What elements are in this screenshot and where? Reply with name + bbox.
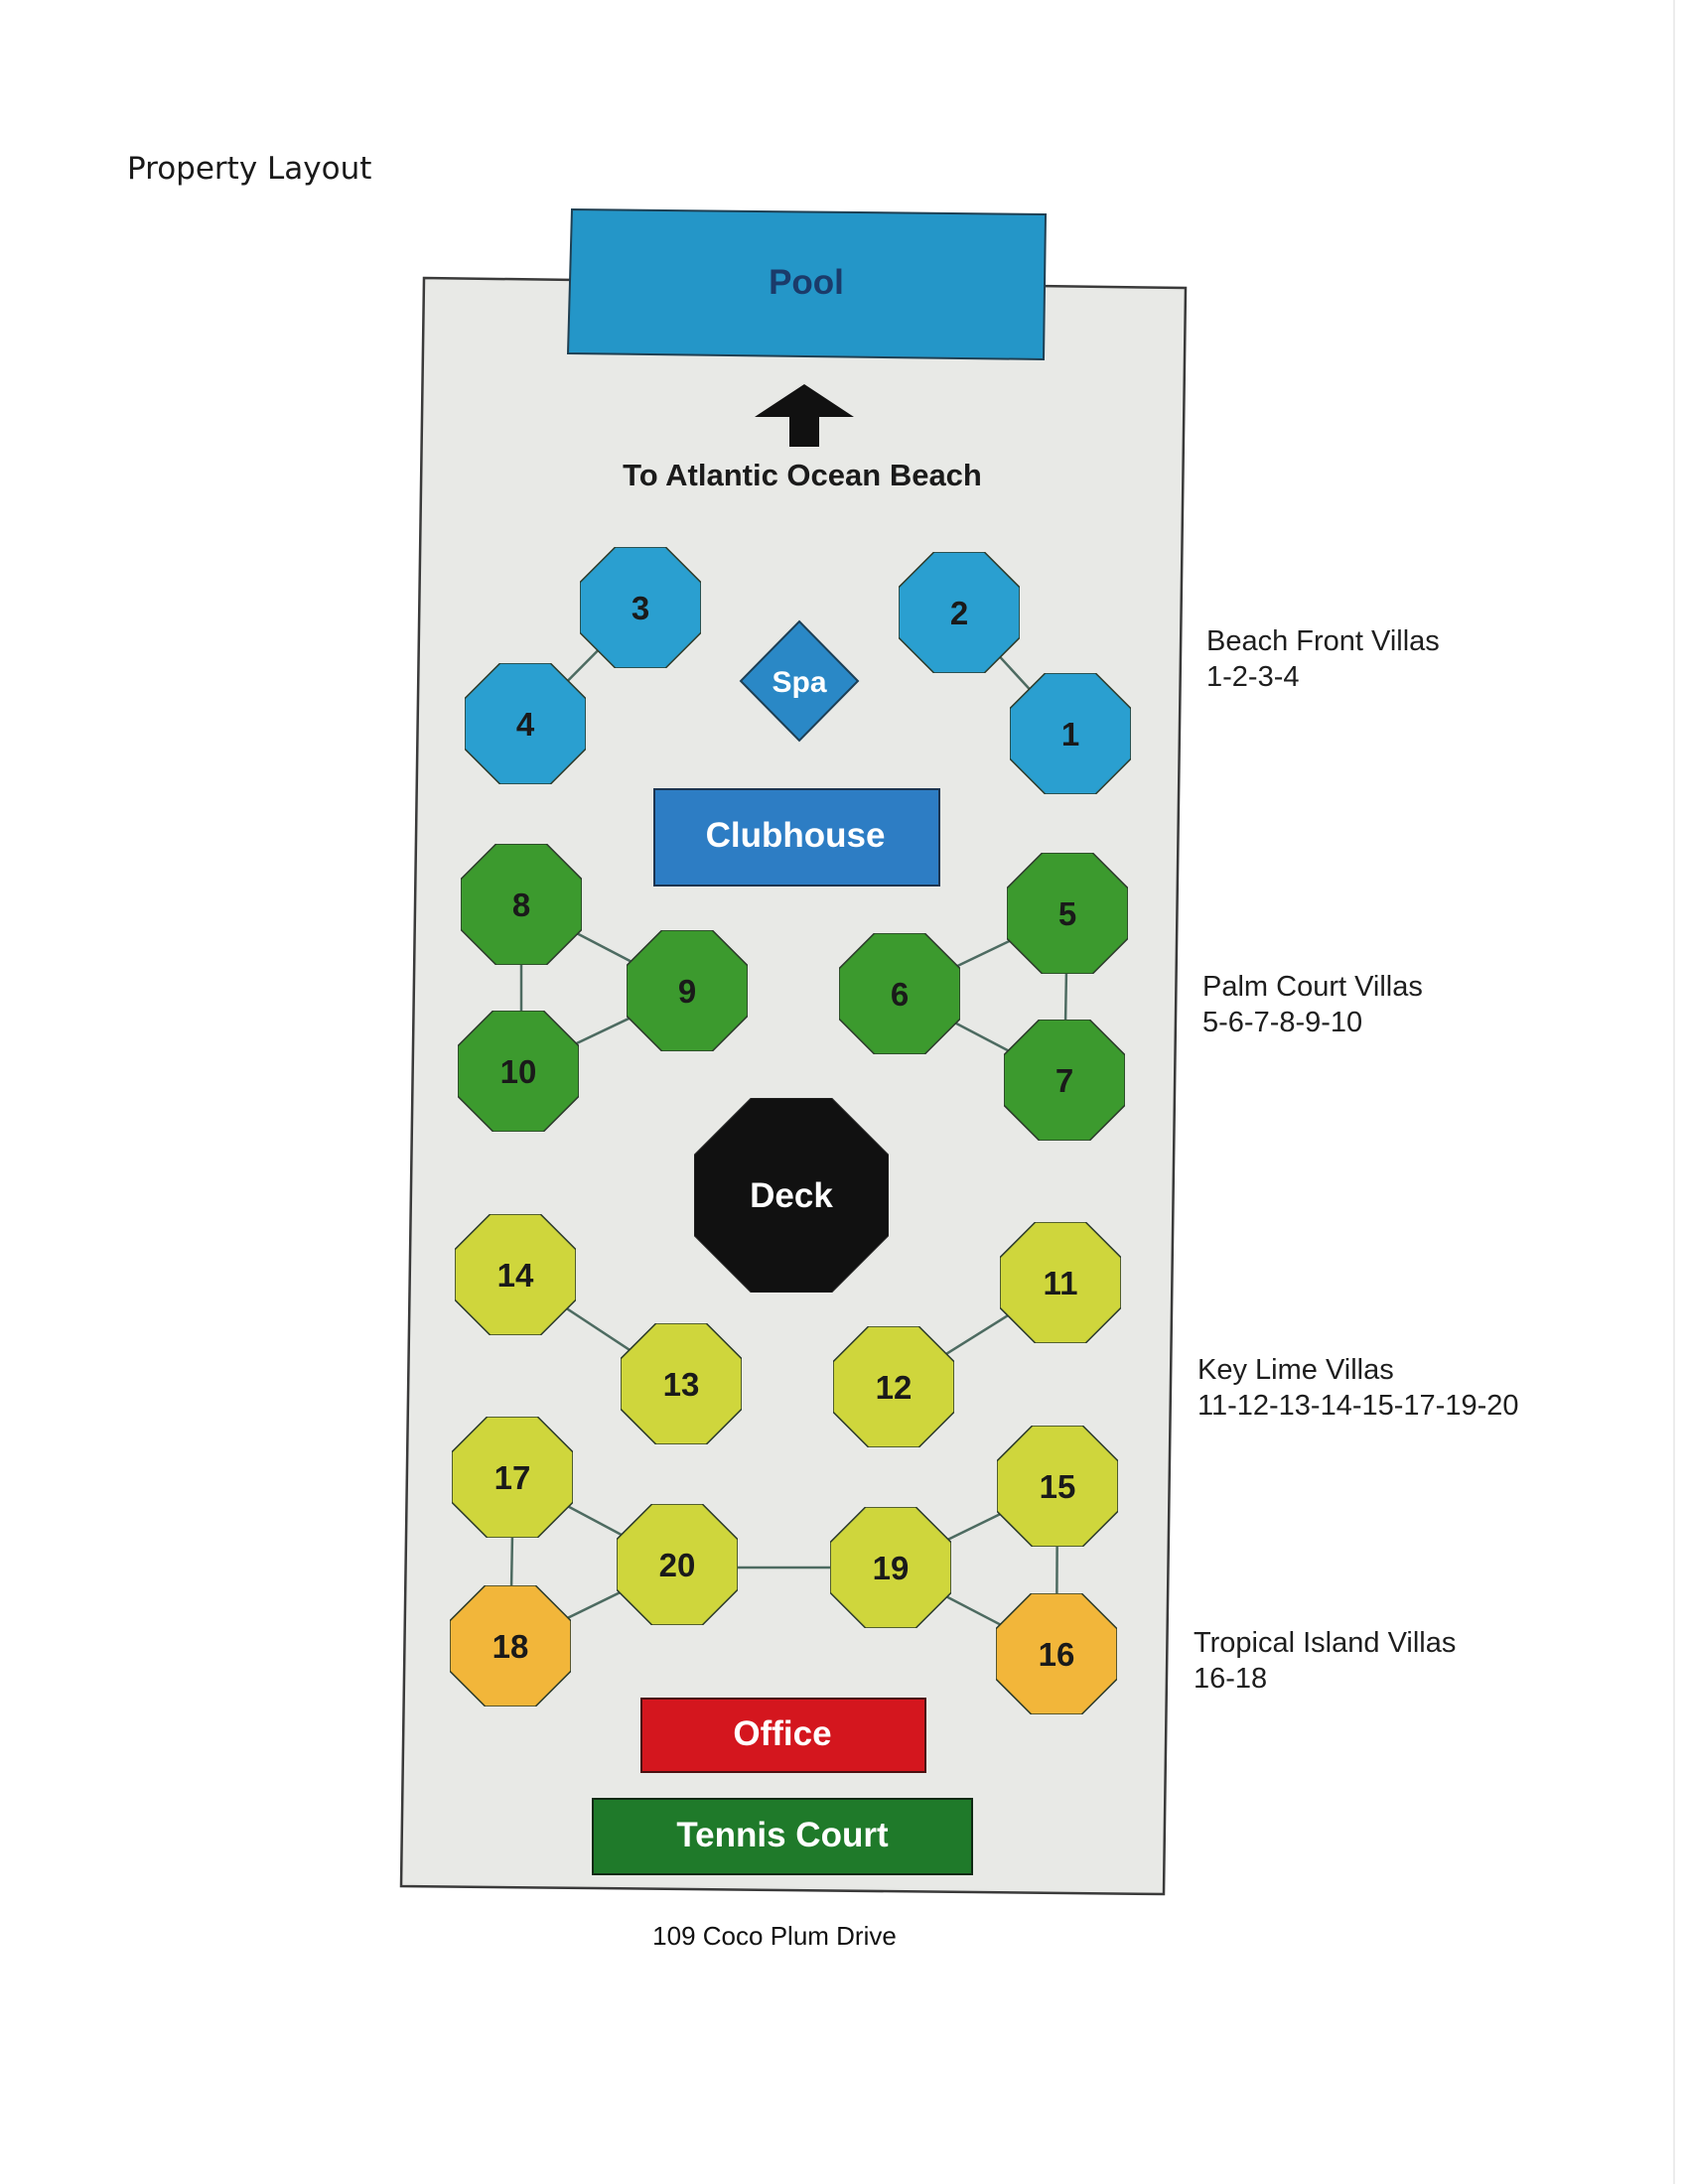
villa-18-label: 18 xyxy=(492,1628,529,1665)
office-label: Office xyxy=(733,1714,831,1753)
page-edge xyxy=(1673,0,1675,2184)
clubhouse-label: Clubhouse xyxy=(706,816,886,855)
legend-beach-front: Beach Front Villas 1-2-3-4 xyxy=(1206,623,1440,695)
legend-name: Tropical Island Villas xyxy=(1194,1627,1457,1659)
page-title: Property Layout xyxy=(127,151,372,187)
legend-name: Key Lime Villas xyxy=(1197,1354,1394,1386)
beach-direction-label: To Atlantic Ocean Beach xyxy=(623,458,982,492)
legend-key-lime: Key Lime Villas 11-12-13-14-15-17-19-20 xyxy=(1197,1352,1519,1424)
villa-17-label: 17 xyxy=(494,1459,531,1496)
villa-12-label: 12 xyxy=(876,1369,913,1406)
pool-label: Pool xyxy=(769,263,844,302)
legend-tropical-island: Tropical Island Villas 16-18 xyxy=(1194,1625,1456,1697)
legend-name: Palm Court Villas xyxy=(1202,971,1423,1003)
villa-14-label: 14 xyxy=(497,1257,534,1294)
legend-name: Beach Front Villas xyxy=(1206,625,1440,657)
clubhouse[interactable]: Clubhouse xyxy=(653,788,940,887)
villa-5-label: 5 xyxy=(1058,895,1076,932)
villa-1-label: 1 xyxy=(1061,716,1079,752)
spa[interactable]: Spa xyxy=(739,619,860,743)
legend-units: 5-6-7-8-9-10 xyxy=(1202,1007,1363,1038)
legend-units: 16-18 xyxy=(1194,1663,1268,1695)
villa-15-label: 15 xyxy=(1040,1468,1076,1505)
villa-2-label: 2 xyxy=(950,595,968,631)
villa-3-label: 3 xyxy=(632,590,649,626)
villa-4-label: 4 xyxy=(516,706,535,743)
arrow-up-icon xyxy=(755,384,854,447)
villa-6-label: 6 xyxy=(891,976,909,1013)
tennis-court-label: Tennis Court xyxy=(676,1816,889,1854)
deck[interactable]: Deck xyxy=(694,1098,889,1293)
property-address: 109 Coco Plum Drive xyxy=(652,1921,897,1951)
villa-13-label: 13 xyxy=(663,1366,700,1403)
pool[interactable]: Pool xyxy=(566,207,1048,361)
legend-units: 1-2-3-4 xyxy=(1206,661,1300,693)
villa-20-label: 20 xyxy=(659,1547,696,1583)
spa-label: Spa xyxy=(772,666,826,699)
legend-units: 11-12-13-14-15-17-19-20 xyxy=(1197,1390,1519,1422)
office[interactable]: Office xyxy=(640,1698,926,1773)
villa-8-label: 8 xyxy=(512,887,530,923)
deck-label: Deck xyxy=(750,1176,833,1215)
villa-11-label: 11 xyxy=(1044,1265,1078,1301)
villa-7-label: 7 xyxy=(1055,1062,1073,1099)
villa-16-label: 16 xyxy=(1039,1636,1075,1673)
tennis-court[interactable]: Tennis Court xyxy=(592,1798,973,1875)
villa-10-label: 10 xyxy=(500,1053,537,1090)
villa-19-label: 19 xyxy=(873,1550,910,1586)
legend-palm-court: Palm Court Villas 5-6-7-8-9-10 xyxy=(1202,969,1423,1040)
villa-9-label: 9 xyxy=(678,973,696,1010)
